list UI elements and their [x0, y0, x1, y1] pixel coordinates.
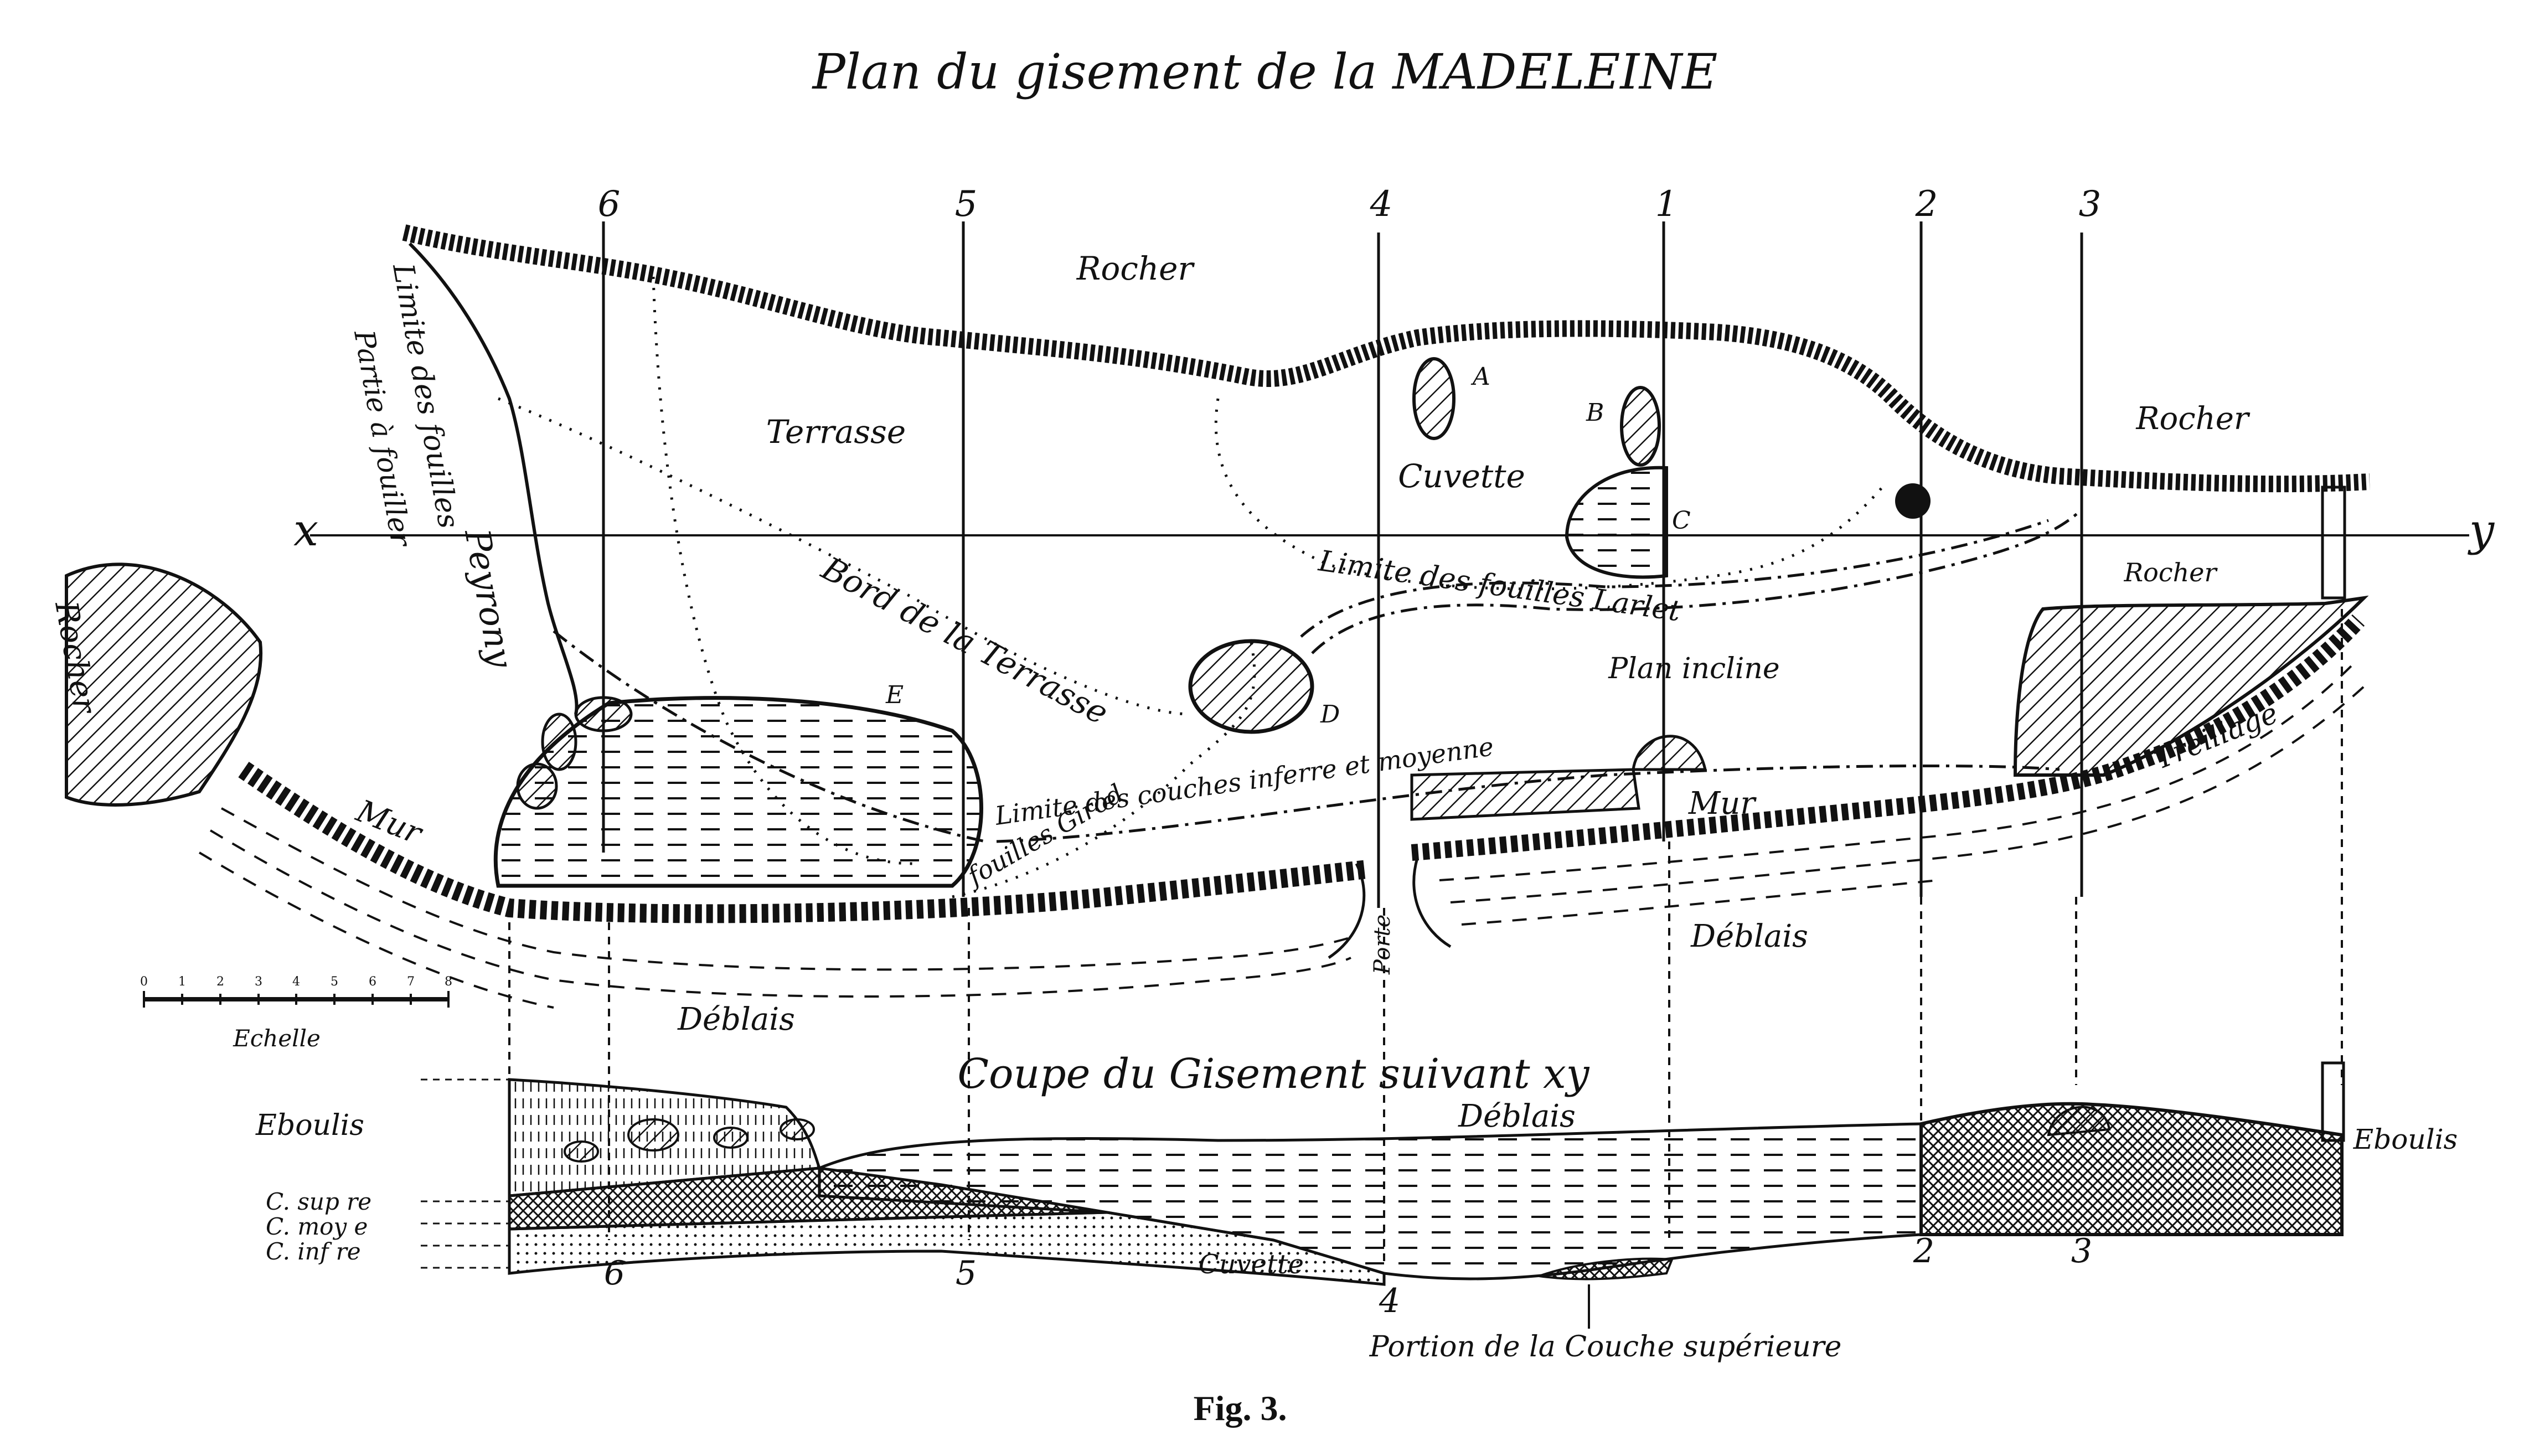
porte-curve: [1328, 863, 1366, 959]
terrasse-label: Terrasse: [766, 413, 906, 451]
marker-label: D: [1320, 700, 1340, 729]
section-number: 4: [1379, 1282, 1400, 1320]
inclined-plane-wall: [1410, 768, 1640, 821]
inclined-plane-bump: [1632, 735, 1707, 771]
cuvette-label: Cuvette: [1398, 457, 1525, 495]
axis-x-label: x: [293, 504, 318, 556]
scale-tick-label: 4: [292, 975, 300, 989]
section-number: 6: [604, 1254, 625, 1293]
eboulis-right-label: Eboulis: [2353, 1123, 2458, 1155]
deblais-strata: [198, 663, 2365, 1009]
echelle-label: Echelle: [233, 1025, 321, 1052]
c-inf-label: C. inf re: [266, 1238, 361, 1265]
layer-leaders: [421, 1078, 509, 1269]
c-moy-label: C. moy e: [266, 1213, 368, 1240]
section-numbers-bottom: 6 5 4 2 3: [604, 1232, 2092, 1320]
marker-label: E: [885, 681, 904, 709]
section-number: 1: [1655, 184, 1678, 225]
marker-c-cuvette: [1565, 466, 1668, 579]
c-sup-label: C. sup re: [266, 1188, 371, 1215]
mur-right-label: Mur: [1688, 786, 1757, 822]
scale-tick-label: 2: [216, 975, 224, 989]
marker-label: B: [1586, 399, 1604, 427]
plan-title: Plan du gisement de la MADELEINE: [812, 43, 1718, 100]
coupe-title: Coupe du Gisement suivant xy: [957, 1050, 1589, 1098]
peyrony-limit-curve: [408, 242, 579, 715]
dotted-limit-lines: [498, 276, 1883, 899]
section-number: 3: [2079, 184, 2102, 225]
scale-tick-label: 7: [407, 975, 415, 989]
deblais-coupe-label: Déblais: [1458, 1098, 1576, 1134]
scale-bar: 0 1 2 3 4 5 6 7 8 Echelle: [140, 975, 452, 1052]
coupe-right-block: [1919, 1102, 2344, 1236]
coupe-right-mound: [2047, 1106, 2111, 1137]
coupe-deblais-body: [818, 1122, 1923, 1281]
right-rock-block: [2013, 595, 2369, 777]
zone-e-stone: [541, 712, 577, 771]
porte-label: Porte: [1370, 915, 1395, 975]
coupe-stone: [564, 1140, 599, 1163]
cuvette-coupe-label: Cuvette: [1199, 1249, 1304, 1280]
porte-curve: [1412, 858, 1452, 948]
section-number: 5: [955, 184, 978, 225]
portion-couche-superieure: [1539, 1257, 1674, 1281]
scale-tick-label: 0: [140, 975, 148, 989]
portion-label: Portion de la Couche supérieure: [1369, 1330, 1842, 1364]
scale-tick-label: 8: [445, 975, 452, 989]
coupe-stone: [780, 1118, 815, 1140]
zone-e-oval: [493, 696, 983, 888]
dash-dot-lines: [553, 508, 2083, 843]
scale-tick-label: 6: [369, 975, 376, 989]
deblais-plan-label: Déblais: [1690, 918, 1808, 954]
section-number: 4: [1370, 184, 1393, 225]
coupe-right-pillar: [2321, 1061, 2345, 1142]
section-number: 5: [956, 1254, 977, 1293]
marker-b-blob: [1620, 386, 1661, 467]
rock-ceiling: [402, 224, 2370, 493]
zone-e-stone: [574, 696, 633, 732]
section-number: 3: [2071, 1232, 2092, 1271]
scale-tick-label: 1: [178, 975, 186, 989]
plan-incline-label: Plan incline: [1608, 652, 1779, 685]
rocher-top-label: Rocher: [1076, 250, 1195, 287]
left-rock-mass: [65, 562, 263, 807]
marker-a-blob: [1412, 357, 1456, 440]
section-number: 2: [1915, 184, 1938, 225]
scale-tick-label: 5: [331, 975, 338, 989]
deblais-left-label: Déblais: [677, 1001, 795, 1037]
right-pillar: [2321, 486, 2346, 600]
axis-y-label: y: [2468, 504, 2495, 556]
mur-wall-right: [1411, 614, 2365, 861]
mur-wall-left: [238, 761, 1369, 923]
section-numbers-top: 6 5 4 1 2 3: [598, 184, 2102, 225]
marker-d-blob: [1188, 639, 1314, 734]
zone-e-stone: [516, 762, 558, 810]
scale-tick-label: 3: [255, 975, 262, 989]
peyrony-label: Peyrony: [457, 525, 521, 671]
marker-label: A: [1470, 363, 1490, 391]
bord-terrasse-label: Bord de la Terrasse: [816, 549, 1114, 732]
mur-left-label: Mur: [351, 793, 429, 852]
rocher-right-label: Rocher: [2135, 401, 2250, 437]
dark-point: [1895, 483, 1931, 519]
figure-caption: Fig. 3.: [1194, 1388, 1287, 1428]
eboulis-left-label: Eboulis: [255, 1109, 364, 1142]
couche-moyenne-inferieure: [508, 1211, 1386, 1286]
coupe-stone: [713, 1127, 749, 1149]
marker-label: C: [1672, 507, 1691, 535]
rocher-right-low-label: Rocher: [2124, 557, 2218, 587]
coupe-stone: [627, 1118, 679, 1152]
section-number: 6: [598, 184, 621, 225]
section-number: 2: [1913, 1232, 1934, 1271]
